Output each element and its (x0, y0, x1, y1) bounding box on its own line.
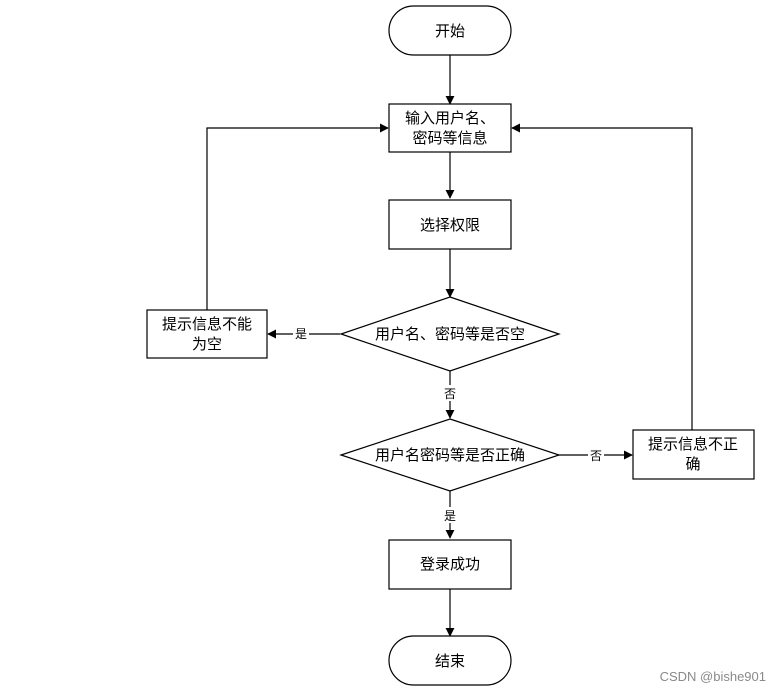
wrong-message-line2: 确 (685, 455, 700, 473)
end-label: 结束 (435, 652, 465, 670)
select-permission-label: 选择权限 (420, 216, 480, 234)
check-empty-decision: 用户名、密码等是否空 (339, 296, 561, 372)
csdn-watermark: CSDN @bishe901 (659, 669, 766, 684)
start-node: 开始 (388, 5, 512, 56)
login-success-label: 登录成功 (420, 555, 480, 573)
edge-empty-msg-back (206, 123, 389, 310)
empty-message-line2: 为空 (192, 335, 222, 353)
check-correct-decision: 用户名密码等是否正确 (339, 418, 561, 492)
input-label-line2: 密码等信息 (412, 129, 487, 147)
login-success-node: 登录成功 (388, 539, 512, 590)
edge-wrong-msg-back (511, 123, 693, 430)
wrong-message-node: 提示信息不正 确 (632, 429, 755, 480)
end-node: 结束 (388, 635, 512, 686)
check-empty-label: 用户名、密码等是否空 (375, 325, 525, 343)
edge-label-empty-yes: 是 (295, 327, 307, 341)
input-label-line1: 输入用户名、 (405, 109, 495, 127)
start-label: 开始 (435, 22, 465, 40)
input-credentials-node: 输入用户名、 密码等信息 (388, 103, 512, 153)
edge-label-empty-no: 否 (444, 387, 456, 401)
edge-label-correct-no: 否 (590, 449, 602, 463)
empty-message-line1: 提示信息不能 (162, 315, 252, 333)
wrong-message-line1: 提示信息不正 (648, 435, 738, 453)
empty-message-node: 提示信息不能 为空 (146, 309, 268, 359)
check-correct-label: 用户名密码等是否正确 (375, 446, 525, 464)
select-permission-node: 选择权限 (388, 199, 512, 250)
edge-label-correct-yes: 是 (444, 509, 456, 523)
